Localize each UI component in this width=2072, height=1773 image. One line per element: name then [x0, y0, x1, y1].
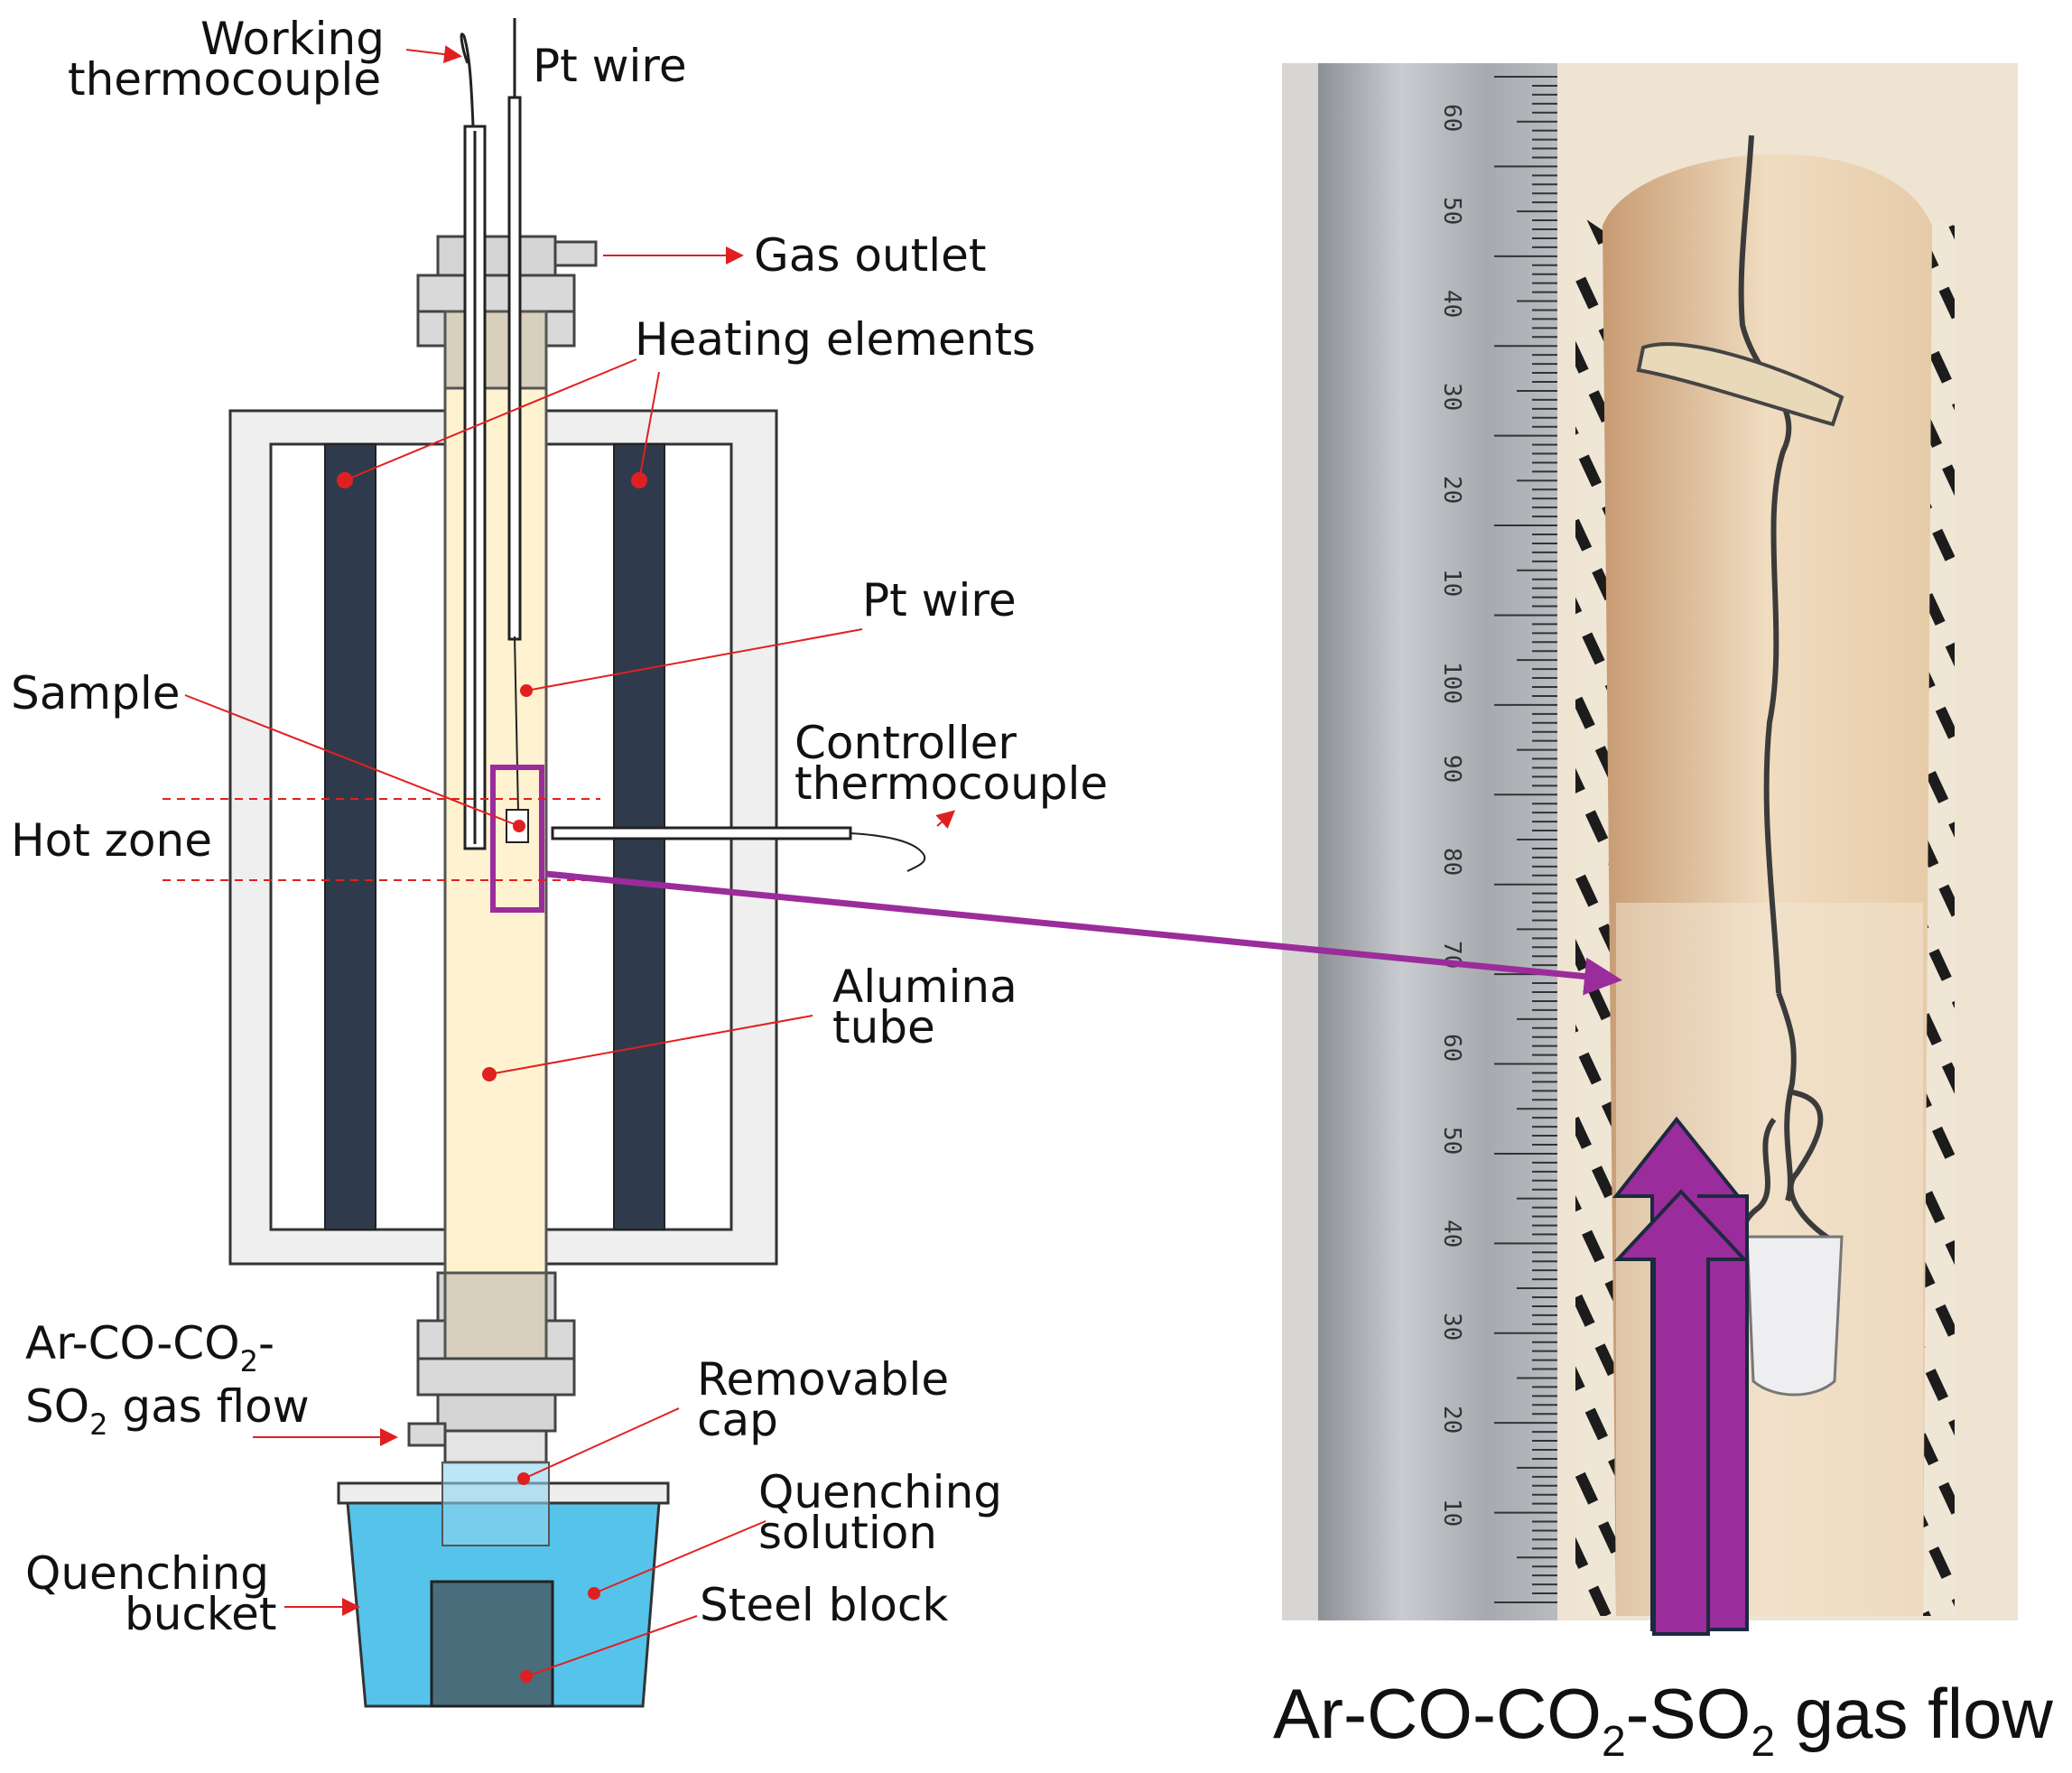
ruler-tick-label: 30	[1438, 383, 1465, 411]
label-quench-bucket-2: bucket	[125, 1588, 276, 1640]
pt-wire	[507, 18, 522, 813]
zoom-connector-arrow	[545, 870, 1622, 996]
label-controller-tc-1: Controller	[794, 717, 1017, 769]
ruler-tick-label: 40	[1438, 290, 1465, 318]
labels: Working thermocouple Pt wire Gas outlet …	[11, 13, 1108, 1640]
quenching-bucket	[337, 1462, 670, 1708]
label-gas-outlet: Gas outlet	[754, 229, 986, 282]
label-heating-elements: Heating elements	[635, 313, 1036, 366]
label-quench-bucket-1: Quenching	[25, 1547, 269, 1600]
label-gas-flow-line-1: Ar-CO-CO2-	[25, 1317, 274, 1378]
ruler-tick-label: 10	[1438, 569, 1465, 597]
label-quench-solution-2: solution	[758, 1507, 937, 1559]
ruler-tick-label: 50	[1438, 197, 1465, 225]
ruler-tick-label: 80	[1438, 848, 1465, 876]
ruler-tick-label: 60	[1438, 1034, 1465, 1062]
label-removable-2: cap	[697, 1394, 778, 1446]
label-alumina-1: Alumina	[832, 961, 1017, 1013]
ruler-tick-label: 100	[1438, 662, 1465, 704]
steel-block	[430, 1580, 554, 1708]
controller-thermocouple	[551, 826, 926, 872]
ruler-tick-label: 90	[1438, 755, 1465, 783]
label-controller-tc-2: thermocouple	[794, 757, 1108, 810]
hot-zone-highlight	[490, 765, 544, 913]
photo-caption: Ar-CO-CO2-SO2 gas flow	[1273, 1674, 2054, 1766]
label-pointers	[184, 45, 955, 1683]
top-fitting	[416, 235, 598, 390]
label-alumina-2: tube	[832, 1001, 935, 1054]
working-thermocouple	[460, 32, 487, 850]
label-sample: Sample	[11, 667, 180, 719]
label-hot-zone: Hot zone	[11, 814, 212, 867]
label-working-tc-2: thermocouple	[68, 53, 381, 106]
ruler-tick-label: 30	[1438, 1313, 1465, 1341]
label-working-tc-1: Working	[200, 13, 385, 65]
ruler-tick-label: 20	[1438, 1406, 1465, 1434]
ruler-tick-label: 20	[1438, 476, 1465, 504]
ruler-tick-label: 40	[1438, 1220, 1465, 1248]
crucible-holder	[1636, 342, 1844, 427]
label-quench-solution-1: Quenching	[758, 1466, 1002, 1518]
label-removable-1: Removable	[697, 1353, 949, 1406]
heating-element-left	[324, 443, 376, 1230]
crucible	[1745, 1235, 1844, 1397]
label-gas-flow-line-2: SO2 gas flow	[25, 1380, 310, 1442]
ruler-tick-label: 60	[1438, 104, 1465, 132]
label-pt-wire-mid: Pt wire	[862, 574, 1017, 627]
bottom-fitting	[407, 1271, 576, 1464]
label-pt-wire-top: Pt wire	[533, 40, 687, 92]
ruler-tick-label: 10	[1438, 1499, 1465, 1527]
ruler-tick-label: 50	[1438, 1127, 1465, 1155]
label-steel-block: Steel block	[700, 1579, 948, 1631]
